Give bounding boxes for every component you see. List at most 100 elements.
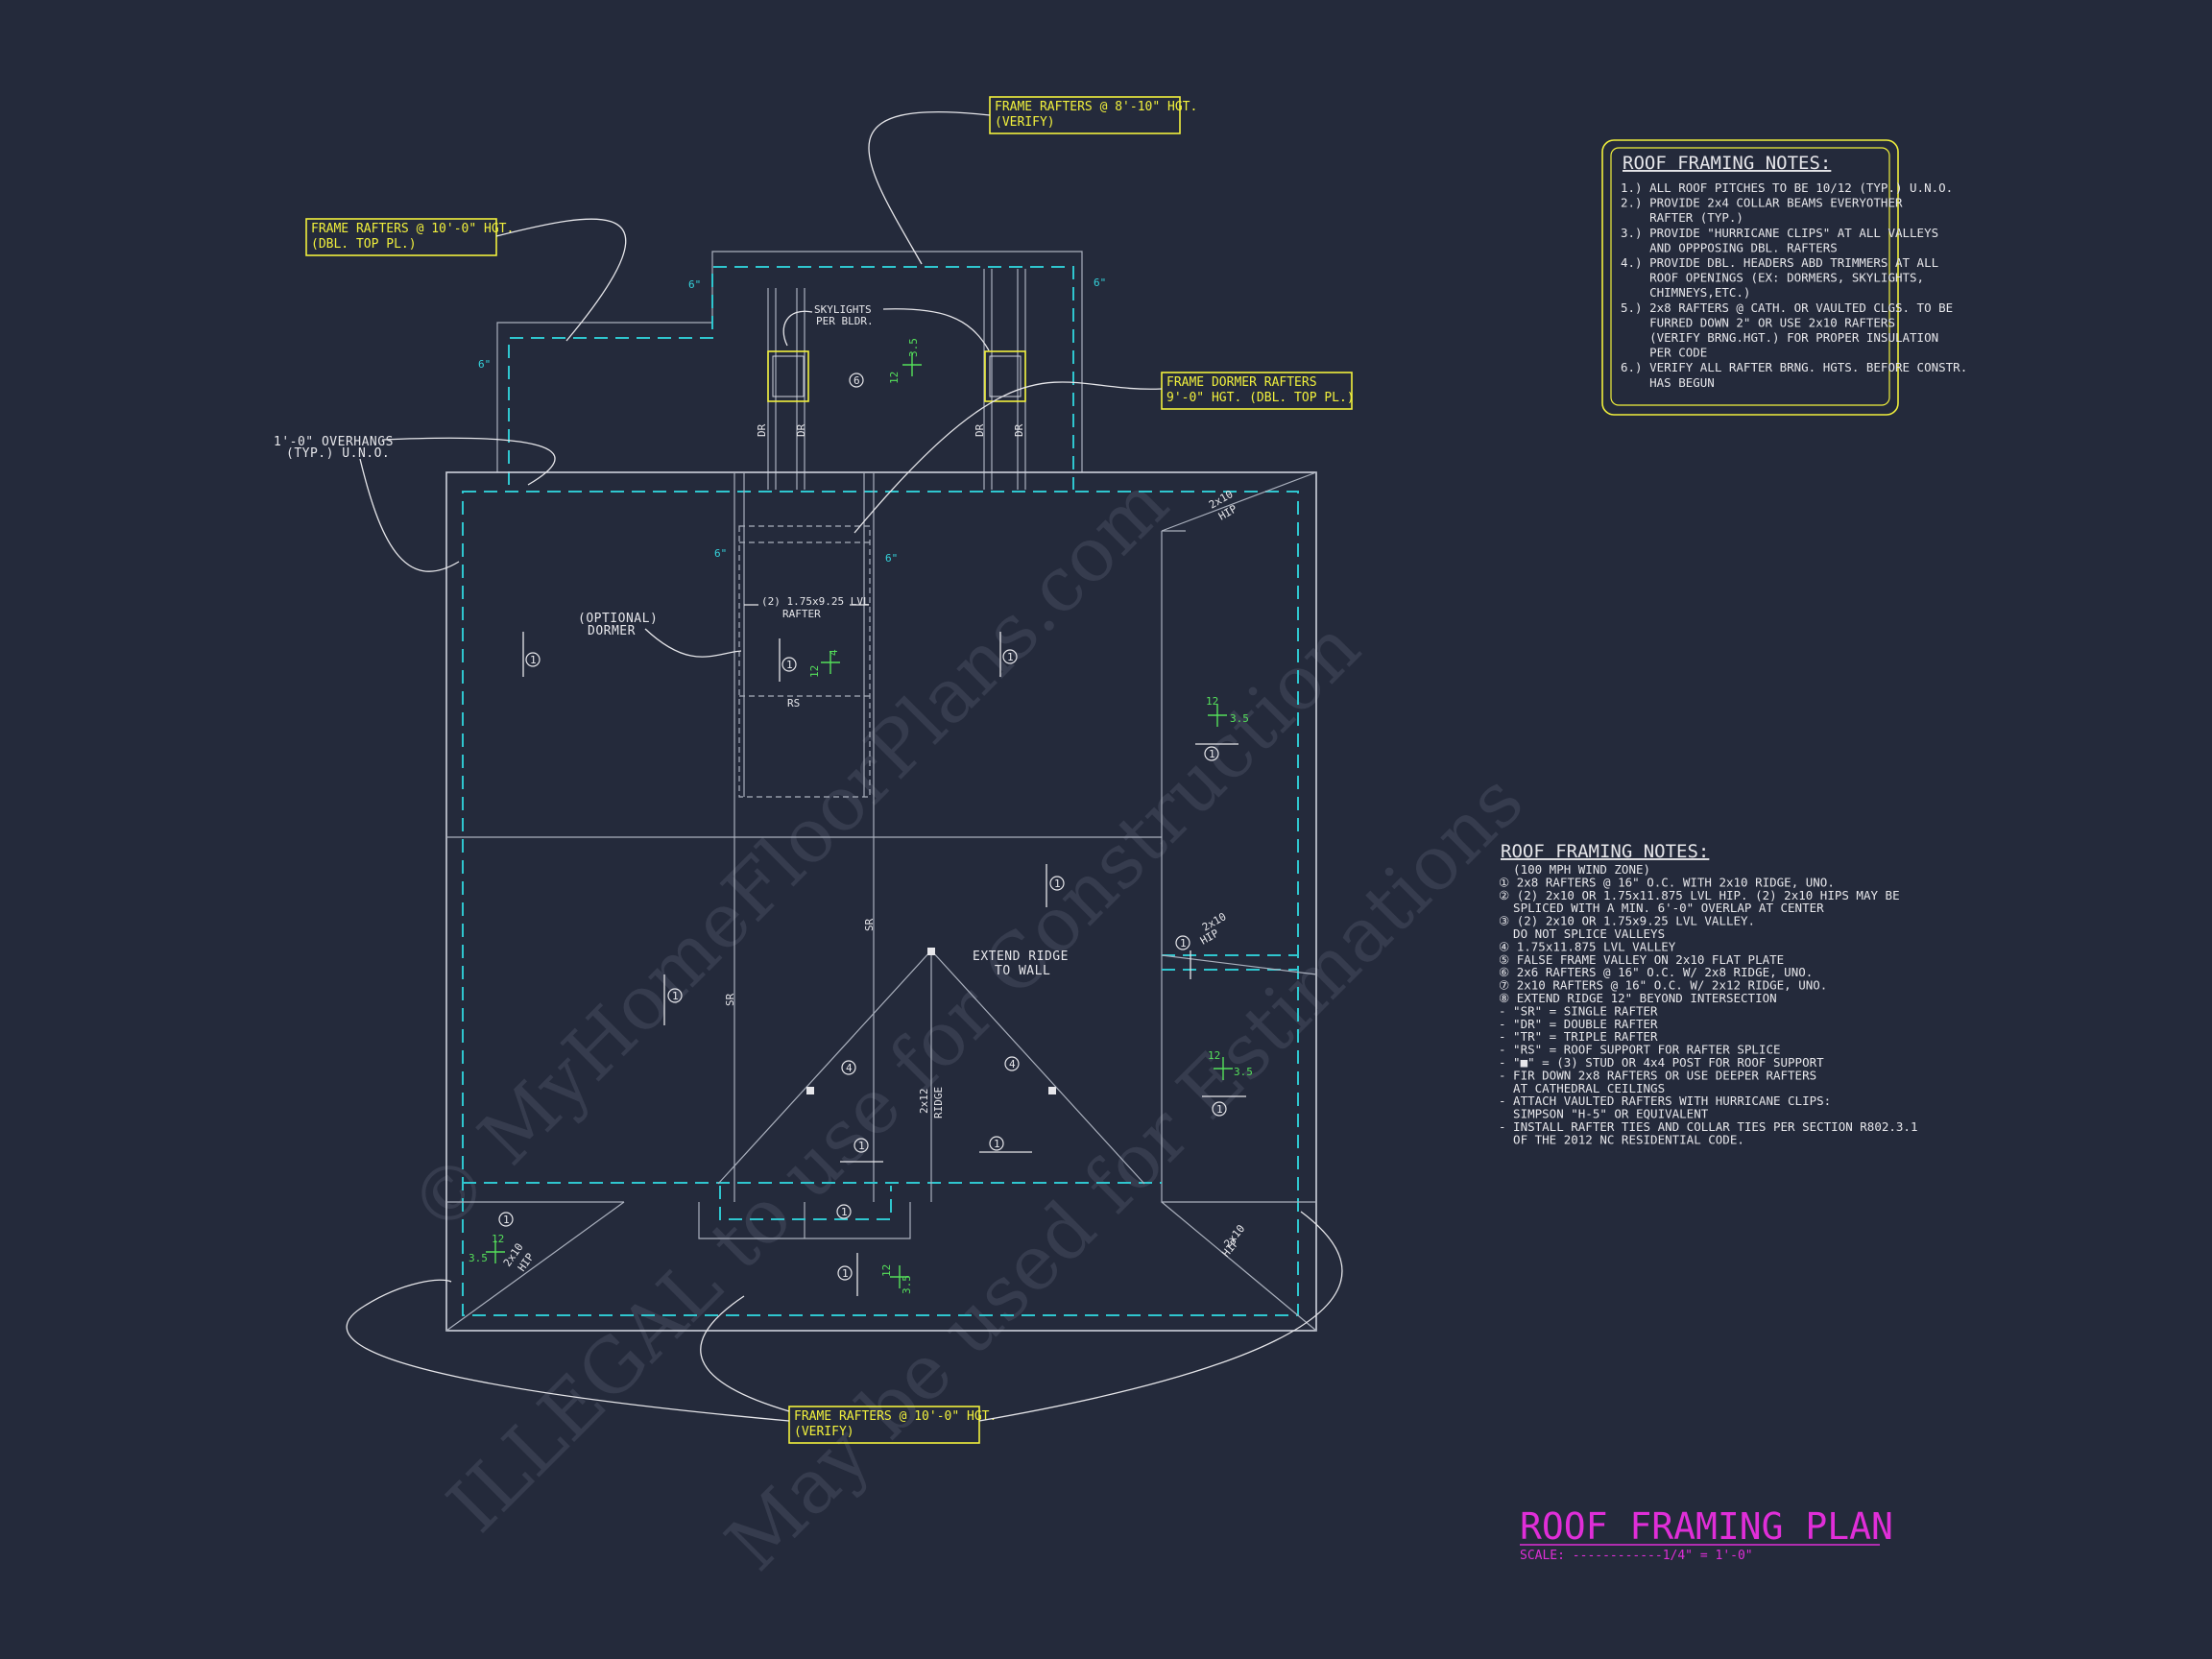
notes-list-line-8: ⑥ 2x6 RAFTERS @ 16" O.C. W/ 2x8 RIDGE, U… (1499, 965, 1813, 979)
skylights-line1: SKYLIGHTS (814, 303, 872, 316)
notes-box-line-0: 1.) ALL ROOF PITCHES TO BE 10/12 (TYP.) … (1621, 180, 1953, 195)
overhangs-line2: (TYP.) U.N.O. (286, 446, 390, 461)
pitch-bc-35: 3.5 (901, 1275, 913, 1294)
pitch-dormer-12: 12 (808, 665, 821, 678)
notes-list-line-9: ⑦ 2x10 RAFTERS @ 16" O.C. W/ 2x12 RIDGE,… (1499, 978, 1827, 993)
mark-1-i-text: 1 (858, 1140, 865, 1152)
drawing-scale: SCALE: ------------1/4" = 1'-0" (1520, 1549, 1753, 1563)
skylight-right (984, 350, 1026, 402)
dr-label-3: DR (974, 423, 986, 437)
mark-1-j-text: 1 (994, 1138, 1000, 1150)
mark-1-b-text: 1 (786, 659, 793, 671)
notes-box-line-11: PER CODE (1621, 346, 1707, 360)
notes-box-line-7: CHIMNEYS,ETC.) (1621, 285, 1750, 300)
notes-list-line-0: (100 MPH WIND ZONE) (1499, 862, 1650, 877)
mark-1-a: 1 (522, 632, 541, 677)
pitch-bottom-left: 12 3.5 (469, 1233, 505, 1264)
notes-list-line-16: - FIR DOWN 2x8 RAFTERS OR USE DEEPER RAF… (1499, 1068, 1816, 1082)
mark-1-l: 1 (498, 1212, 514, 1227)
mark-4-b: 4 (1004, 1056, 1020, 1071)
notes-list-line-20: - INSTALL RAFTER TIES AND COLLAR TIES PE… (1499, 1119, 1918, 1134)
six-inch-2: 6" (1094, 276, 1106, 289)
pitch-bl-12: 12 (492, 1233, 504, 1245)
mark-1-e-text: 1 (1054, 878, 1061, 890)
hip-label-mid-2: HIP (1198, 926, 1221, 947)
pitch-bc-12: 12 (880, 1264, 893, 1277)
notes-list-line-1: ① 2x8 RAFTERS @ 16" O.C. WITH 2x10 RIDGE… (1499, 875, 1835, 889)
notes-list-line-15: - "■" = (3) STUD OR 4x4 POST FOR ROOF SU… (1499, 1055, 1824, 1070)
mark-1-i: 1 (840, 1138, 883, 1163)
mark-1-g: 1 (663, 974, 683, 1025)
callout-dormer-line1: FRAME DORMER RAFTERS (1166, 375, 1317, 390)
notes-list-line-6: ④ 1.75x11.875 LVL VALLEY (1499, 939, 1676, 953)
notes-box-line-3: 3.) PROVIDE "HURRICANE CLIPS" AT ALL VAL… (1621, 226, 1938, 240)
mark-1-m: 1 (837, 1253, 858, 1296)
pitch-dormer: 12 4 (808, 649, 840, 678)
mark-6-text: 6 (854, 374, 860, 387)
notes-list-line-17: AT CATHEDRAL CEILINGS (1499, 1081, 1665, 1095)
pitch-ru-35: 3.5 (1230, 712, 1249, 725)
notes-list-line-12: - "DR" = DOUBLE RAFTER (1499, 1017, 1658, 1031)
notes-list-line-13: - "TR" = TRIPLE RAFTER (1499, 1029, 1658, 1044)
pitch-right-lower: 12 3.5 (1208, 1049, 1253, 1080)
mark-4-a: 4 (841, 1060, 856, 1075)
mark-6: 6 (849, 373, 864, 388)
pitch-right-upper: 12 3.5 (1206, 695, 1249, 727)
pitch-ru-12: 12 (1206, 695, 1218, 708)
pitch-upper-35: 3.5 (907, 338, 920, 357)
callout-frame-rafters-top: FRAME RAFTERS @ 8'-10" HGT. (VERIFY) (868, 96, 1197, 265)
optional-dormer-line1: (OPTIONAL) (578, 612, 658, 626)
mark-1-e: 1 (1046, 864, 1065, 907)
notes-list-line-19: SIMPSON "H-5" OR EQUIVALENT (1499, 1107, 1709, 1121)
notes-list-lines: (100 MPH WIND ZONE)① 2x8 RAFTERS @ 16" O… (1499, 862, 1918, 1146)
notes-list-line-18: - ATTACH VAULTED RAFTERS WITH HURRICANE … (1499, 1094, 1831, 1108)
drawing-title: ROOF FRAMING PLAN (1520, 1505, 1893, 1548)
notes-list-line-7: ⑤ FALSE FRAME VALLEY ON 2x10 FLAT PLATE (1499, 952, 1784, 967)
notes-list-line-5: DO NOT SPLICE VALLEYS (1499, 926, 1665, 941)
dr-label-1: DR (756, 423, 768, 437)
six-inch-4: 6" (714, 547, 727, 560)
mark-1-h: 1 (1202, 1095, 1246, 1117)
notes-box-line-12: 6.) VERIFY ALL RAFTER BRNG. HGTS. BEFORE… (1621, 360, 1967, 374)
notes-list-line-2: ② (2) 2x10 OR 1.75x11.875 LVL HIP. (2) 2… (1499, 888, 1900, 902)
pitch-bottom-center: 12 3.5 (880, 1264, 913, 1294)
extend-ridge-line1: EXTEND RIDGE (973, 950, 1069, 964)
mark-1-j: 1 (979, 1136, 1032, 1153)
extend-ridge-line2: TO WALL (995, 964, 1050, 978)
optional-dormer-line2: DORMER (588, 624, 636, 638)
notes-list-line-4: ③ (2) 2x10 OR 1.75x9.25 LVL VALLEY. (1499, 914, 1755, 928)
rs-label: RS (787, 697, 800, 709)
callout-bottom-line1: FRAME RAFTERS @ 10'-0" HGT. (794, 1409, 997, 1424)
six-inch-1: 6" (688, 278, 701, 291)
notes-list-line-3: SPLICED WITH A MIN. 6'-0" OVERLAP AT CEN… (1499, 901, 1824, 915)
notes-box-line-5: 4.) PROVIDE DBL. HEADERS ABD TRIMMERS AT… (1621, 255, 1938, 270)
ridge-label-2: RIDGE (932, 1087, 945, 1118)
dr-label-2: DR (795, 423, 807, 437)
notes-box: ROOF FRAMING NOTES: 1.) ALL ROOF PITCHES… (1601, 139, 1967, 416)
callout-frame-rafters-left: FRAME RAFTERS @ 10'-0" HGT. (DBL. TOP PL… (305, 218, 627, 342)
mark-1-g-text: 1 (672, 990, 679, 1002)
dr-label-4: DR (1013, 423, 1025, 437)
callout-dormer-line2: 9'-0" HGT. (DBL. TOP PL.) (1166, 391, 1355, 405)
pitch-upper: 12 3.5 (888, 338, 922, 384)
callout-top-line1: FRAME RAFTERS @ 8'-10" HGT. (995, 100, 1197, 114)
overhangs-line1: 1'-0" OVERHANGS (274, 435, 394, 449)
notes-box-line-1: 2.) PROVIDE 2x4 COLLAR BEAMS EVERYOTHER (1621, 196, 1903, 210)
pitch-dormer-4: 4 (828, 649, 840, 656)
pitch-upper-12: 12 (888, 372, 901, 384)
notes-box-line-4: AND OPPPOSING DBL. RAFTERS (1621, 240, 1838, 254)
sr-label-2: SR (724, 993, 736, 1006)
mark-1-k: 1 (836, 1204, 852, 1219)
six-inch-5: 6" (885, 552, 898, 565)
pitch-symbols: 12 3.5 12 4 12 3.5 12 3.5 12 3.5 12 3.5 (469, 338, 1253, 1294)
pitch-bl-35: 3.5 (469, 1252, 488, 1264)
rafter-marks: 1 1 1 1 1 1 1 1 1 1 1 1 1 4 4 6 (498, 373, 1246, 1296)
callout-frame-dormer: FRAME DORMER RAFTERS 9'-0" HGT. (DBL. TO… (854, 372, 1355, 534)
skylight-left (767, 350, 809, 402)
notes-list-line-11: - "SR" = SINGLE RAFTER (1499, 1003, 1658, 1018)
notes-box-line-8: 5.) 2x8 RAFTERS @ CATH. OR VAULTED CLGS.… (1621, 301, 1953, 315)
mark-4-a-text: 4 (846, 1062, 853, 1074)
ridge-label-1: 2x12 (918, 1089, 930, 1115)
callout-left-line2: (DBL. TOP PL.) (311, 237, 417, 252)
mark-1-l-text: 1 (503, 1214, 510, 1226)
